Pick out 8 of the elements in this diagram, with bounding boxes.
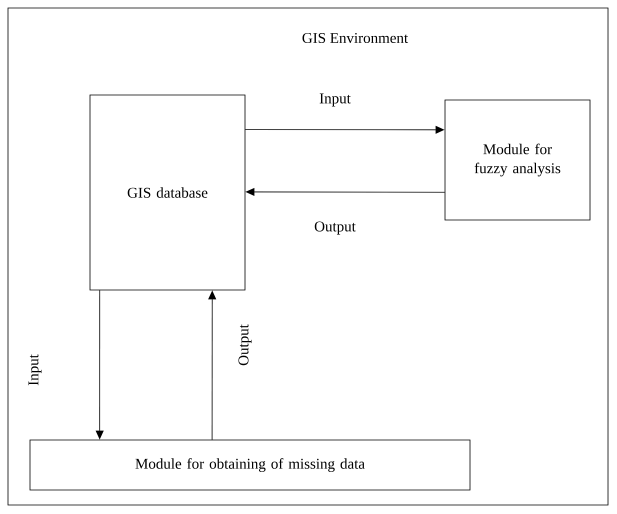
edge-label: Input <box>318 92 352 108</box>
edge-label: Output <box>237 323 253 367</box>
edge-label: Input <box>28 353 42 387</box>
frame-title: GIS Environment <box>302 32 408 44</box>
module-box: Module for fuzzy analysis <box>444 100 590 220</box>
edge-label: Output <box>313 220 357 236</box>
module-box: GIS database <box>90 94 246 290</box>
module-box: Module for obtaining of missing data <box>30 440 470 490</box>
